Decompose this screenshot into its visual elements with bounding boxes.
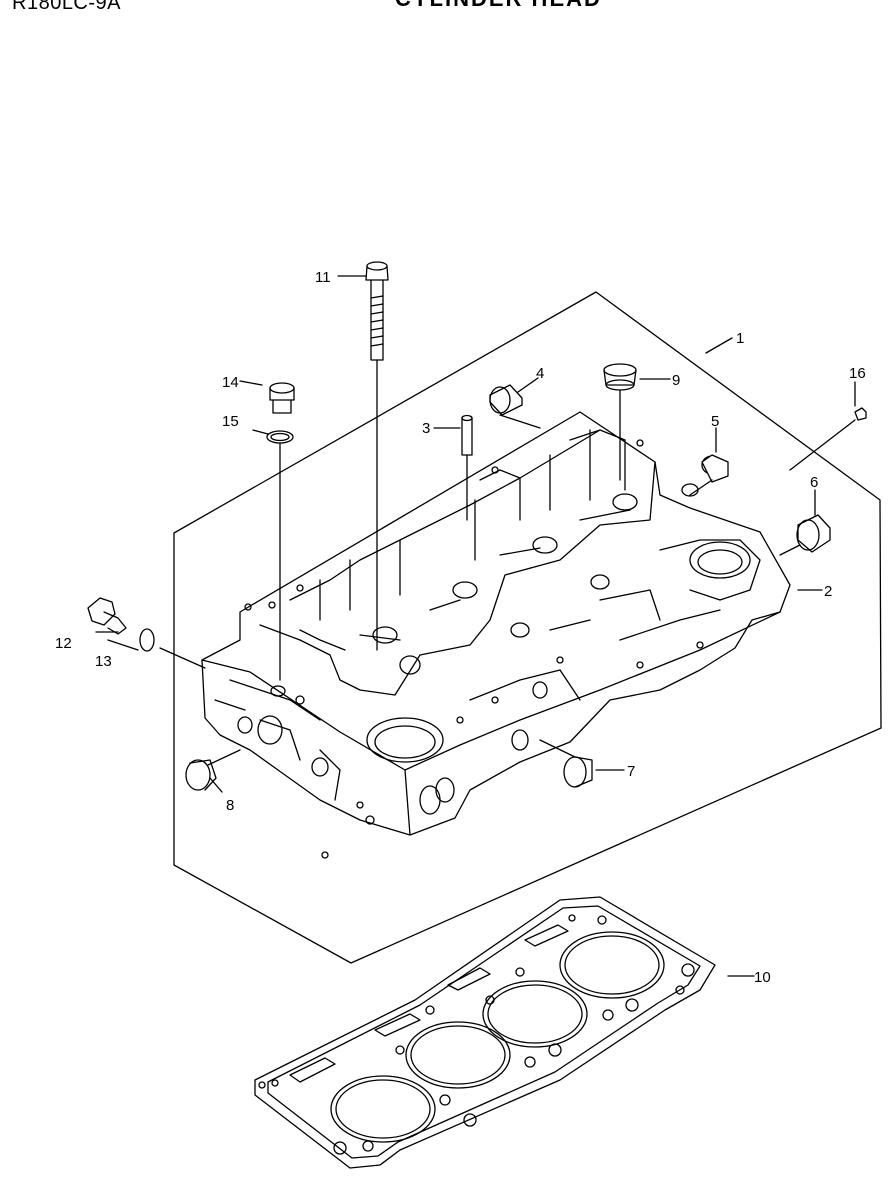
dowel-pin — [461, 414, 473, 456]
callout-4: 4 — [536, 365, 544, 382]
leader-lines — [95, 275, 856, 977]
plug-5 — [701, 454, 729, 483]
assembly-frame — [173, 291, 882, 964]
callout-16: 16 — [849, 365, 866, 382]
callout-13: 13 — [95, 653, 112, 670]
callout-3: 3 — [422, 420, 430, 437]
callout-14: 14 — [222, 374, 239, 391]
projection-lines — [159, 359, 856, 766]
nipple-16 — [854, 407, 867, 421]
head-bolt — [365, 261, 389, 361]
cap-9 — [603, 363, 637, 391]
callout-1: 1 — [736, 330, 744, 347]
cylinder-head-body — [201, 411, 791, 859]
model-code: R180LC-9A — [12, 0, 122, 14]
page-heading: CYLINDER HEAD — [395, 0, 602, 12]
callout-5: 5 — [711, 413, 719, 430]
callout-7: 7 — [627, 763, 635, 780]
plug-14 — [269, 382, 295, 414]
callout-15: 15 — [222, 413, 239, 430]
callout-8: 8 — [226, 797, 234, 814]
o-ring-15 — [266, 430, 294, 444]
callout-2: 2 — [824, 583, 832, 600]
head-gasket — [254, 896, 716, 1169]
callout-6: 6 — [810, 474, 818, 491]
callout-12: 12 — [55, 635, 72, 652]
o-ring-13 — [139, 628, 155, 652]
callout-11: 11 — [315, 269, 331, 286]
plug-4 — [489, 384, 523, 416]
plug-12 — [87, 597, 127, 635]
callout-9: 9 — [672, 372, 680, 389]
plug-8 — [185, 759, 217, 791]
callout-10: 10 — [754, 969, 771, 986]
plug-6 — [796, 514, 831, 553]
callout-labels: 1 2 3 4 5 6 7 8 9 10 11 12 13 14 15 16 — [55, 269, 866, 986]
plug-7 — [563, 756, 593, 788]
